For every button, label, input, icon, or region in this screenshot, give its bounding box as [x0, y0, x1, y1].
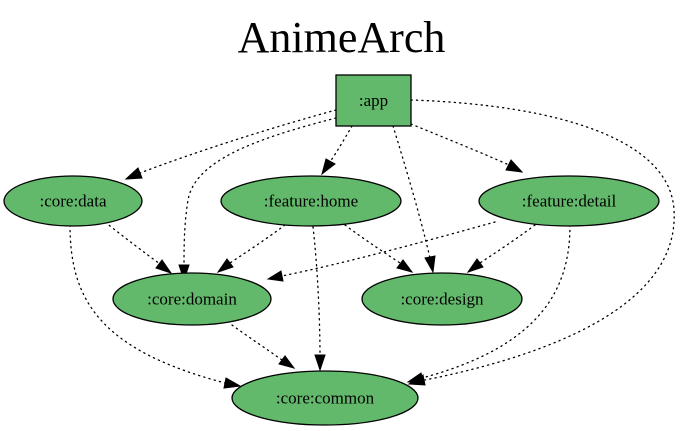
edge-core-data-core-common [69, 224, 226, 384]
graph-title: AnimeArch [237, 13, 446, 62]
arrow-feature-detail-core-common [406, 372, 425, 384]
arrow-core-data-core-domain [155, 259, 173, 274]
node-core-domain[interactable]: :core:domain [112, 272, 272, 326]
node-core-common-shape [231, 370, 419, 426]
arrow-app-core-design [424, 255, 436, 274]
node-feature-home-label: :feature:home [264, 192, 358, 211]
edge-feature-home-core-common [312, 226, 321, 356]
edge-feature-detail-core-common [421, 224, 571, 379]
node-feature-detail-shape [478, 175, 660, 227]
arrow-app-feature-detail [505, 159, 524, 173]
node-feature-detail[interactable]: :feature:detail [478, 175, 660, 227]
edge-feature-home-core-domain [229, 224, 286, 264]
edge-app-core-data [139, 109, 337, 174]
arrow-feature-detail-core-domain [266, 270, 284, 282]
arrow-app-feature-home [321, 158, 336, 176]
node-feature-home[interactable]: :feature:home [220, 175, 402, 227]
arrow-core-domain-core-common [278, 355, 296, 369]
node-core-common-label: :core:common [276, 389, 375, 408]
edge-app-feature-home [329, 125, 353, 163]
node-core-design-shape [361, 272, 523, 326]
node-core-domain-shape [112, 272, 272, 326]
node-app-shape [335, 74, 412, 127]
arrow-feature-home-core-design [396, 259, 414, 273]
edge-feature-detail-core-domain [281, 221, 496, 277]
edge-feature-home-core-design [344, 224, 401, 264]
node-app[interactable]: :app [335, 74, 412, 127]
edge-app-core-common [410, 99, 675, 381]
node-feature-home-shape [220, 175, 402, 227]
node-core-domain-label: :core:domain [147, 290, 237, 309]
node-core-data[interactable]: :core:data [3, 175, 143, 227]
edge-app-core-design [392, 125, 431, 259]
edge-feature-detail-core-design [479, 224, 536, 264]
node-app-label: :app [359, 91, 388, 110]
edge-app-core-domain [183, 117, 337, 267]
node-core-common[interactable]: :core:common [231, 370, 419, 426]
node-core-design-label: :core:design [400, 290, 484, 309]
edge-core-domain-core-common [231, 324, 283, 361]
node-feature-detail-label: :feature:detail [522, 192, 617, 211]
arrow-feature-detail-core-design [466, 258, 484, 273]
edge-app-feature-detail [410, 123, 510, 166]
node-core-data-shape [3, 175, 143, 227]
arrow-core-data-core-common [223, 377, 242, 389]
arrow-feature-home-core-domain [216, 258, 234, 273]
node-group: :app :core:data :feature:home :feature:d… [3, 74, 660, 426]
edge-group [69, 99, 675, 389]
edge-core-data-core-domain [104, 221, 161, 265]
arrow-app-core-data [124, 167, 143, 180]
node-core-data-label: :core:data [39, 192, 106, 211]
node-core-design[interactable]: :core:design [361, 272, 523, 326]
arrow-feature-home-core-common [314, 354, 326, 372]
